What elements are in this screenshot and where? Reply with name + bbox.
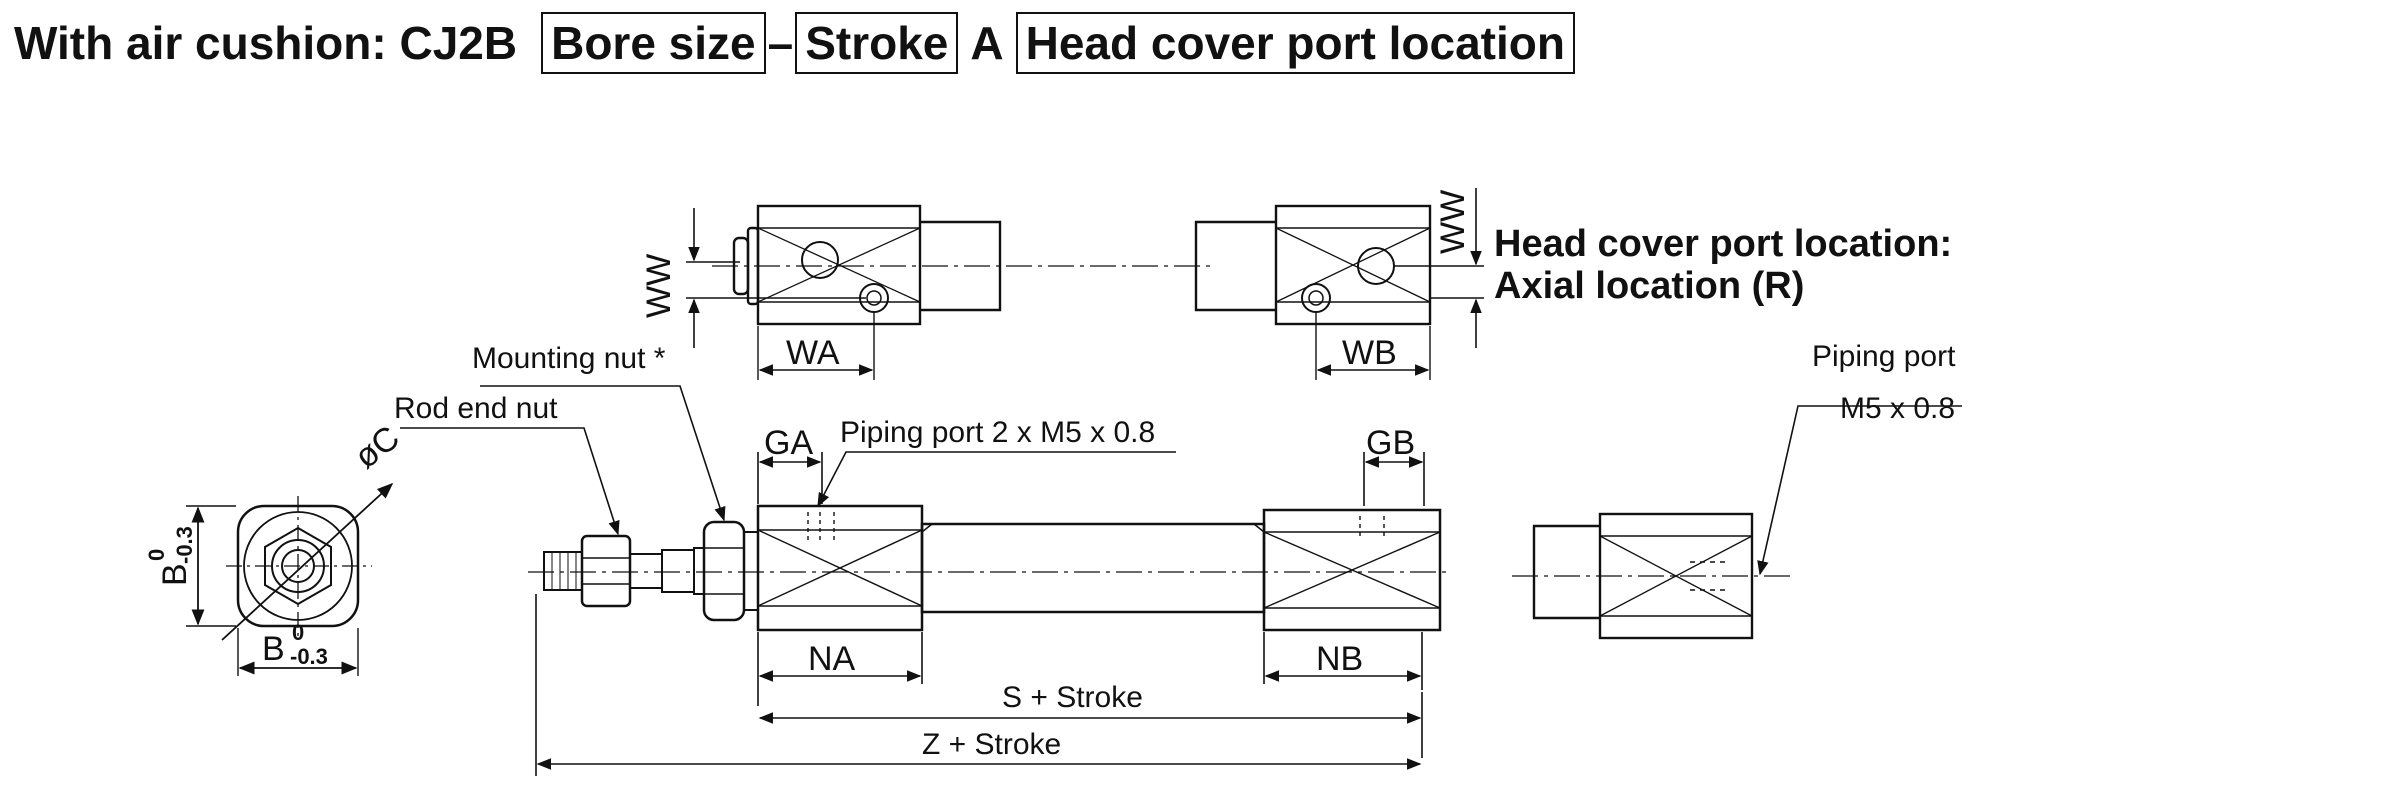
wb-label: WB	[1342, 334, 1397, 372]
title-box-stroke: Stroke	[795, 12, 959, 74]
phi-c-leader	[221, 482, 394, 641]
mounting-nut-leader	[480, 385, 726, 522]
rod-end-nut-leader	[400, 427, 620, 536]
cylinder-tube	[920, 522, 1266, 614]
nb-label: NB	[1316, 640, 1363, 678]
piping-port-leader	[817, 451, 1176, 508]
title-letter: A	[970, 17, 1004, 69]
top-detail-right	[1194, 188, 1484, 380]
top-detail-right-cover	[1274, 204, 1432, 326]
b-horizontal-tol-lower: -0.3	[290, 644, 328, 669]
end-view	[186, 482, 394, 676]
top-detail-left-cover	[756, 204, 922, 326]
piping-port-right-label-line1: Piping port	[1812, 340, 1956, 373]
b-vertical-label: B	[156, 563, 194, 586]
rod-end-nut	[580, 534, 632, 608]
right-detail-head-cover	[1598, 512, 1754, 640]
head-cover-title-line1: Head cover port location:	[1494, 223, 1952, 265]
right-detail	[1512, 405, 1962, 640]
s-stroke-label: S + Stroke	[1002, 681, 1143, 714]
title-box-bore-size: Bore size	[541, 12, 766, 74]
mounting-nut-label: Mounting nut *	[472, 342, 666, 375]
head-cover	[1262, 508, 1442, 632]
title-bar: With air cushion: CJ2B Bore size – Strok…	[14, 10, 1575, 76]
piston-rod	[629, 553, 663, 589]
b-horizontal-label: B	[262, 630, 285, 668]
wa-label: WA	[786, 334, 840, 372]
piping-port-right-label-line2: M5 x 0.8	[1840, 392, 1955, 425]
phi-c-label: øC	[348, 418, 407, 476]
rod-end-nut-label: Rod end nut	[394, 392, 558, 425]
b-vertical-tol-upper: 0	[144, 549, 169, 561]
main-cylinder	[528, 504, 1448, 632]
z-stroke-label: Z + Stroke	[922, 728, 1061, 761]
ww-left-label: WW	[640, 254, 678, 318]
title-prefix: With air cushion: CJ2B	[14, 17, 518, 69]
title-box-head-cover-port: Head cover port location	[1015, 12, 1575, 74]
piping-port-main-label: Piping port 2 x M5 x 0.8	[840, 416, 1155, 449]
gb-label: GB	[1366, 424, 1415, 462]
ga-label: GA	[764, 424, 813, 462]
main-dimensions	[400, 385, 1425, 776]
na-label: NA	[808, 640, 856, 678]
piping-port-right-leader	[1757, 405, 1962, 576]
mounting-nut	[702, 520, 746, 622]
b-horizontal-tol-upper: 0	[292, 620, 304, 645]
title-dash: –	[767, 17, 794, 69]
top-detail-left	[686, 204, 1210, 380]
b-vertical-tol-lower: -0.3	[172, 526, 197, 564]
ww-right-label: WW	[1434, 190, 1472, 254]
head-cover-title-line2: Axial location (R)	[1494, 265, 1804, 307]
